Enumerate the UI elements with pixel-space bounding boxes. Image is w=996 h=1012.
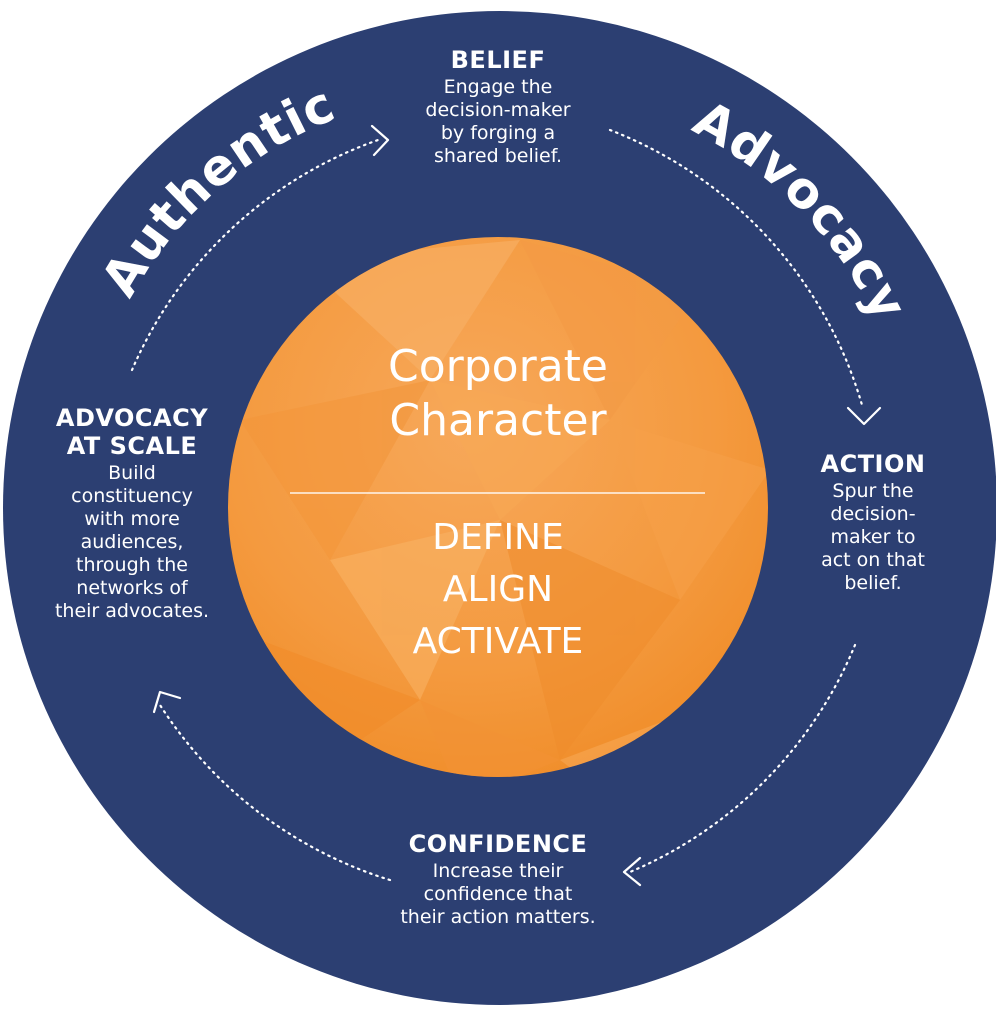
stage-scale-heading: ADVOCACY AT SCALE bbox=[55, 404, 209, 460]
stage-action-heading: ACTION bbox=[820, 450, 926, 478]
arrow-to-confidence bbox=[628, 643, 857, 874]
stage-confidence-text: Increase their confidence that their act… bbox=[400, 860, 596, 928]
stage-advocacy-at-scale: ADVOCACY AT SCALE Build constituency wit… bbox=[32, 404, 232, 623]
cycle-arrows bbox=[130, 128, 864, 882]
arrow-advocacy bbox=[608, 128, 864, 407]
stage-confidence-heading: CONFIDENCE bbox=[408, 830, 588, 858]
arrow-authentic bbox=[130, 138, 380, 372]
stage-action: ACTION Spur the decision- maker to act o… bbox=[798, 450, 948, 595]
arrow-to-scale bbox=[158, 703, 392, 882]
arrow-chevron-icon bbox=[152, 124, 882, 887]
stage-belief-heading: BELIEF bbox=[450, 46, 546, 74]
center-title: Corporate Character bbox=[388, 341, 608, 446]
stage-belief-text: Engage the decision-maker by forging a s… bbox=[425, 76, 571, 167]
stage-scale-text: Build constituency with more audiences, … bbox=[54, 462, 210, 622]
stage-action-text: Spur the decision- maker to act on that … bbox=[821, 480, 925, 594]
stage-belief: BELIEF Engage the decision-maker by forg… bbox=[388, 46, 608, 168]
center-steps: DEFINE ALIGN ACTIVATE bbox=[412, 517, 584, 662]
stage-confidence: CONFIDENCE Increase their confidence tha… bbox=[358, 830, 638, 929]
